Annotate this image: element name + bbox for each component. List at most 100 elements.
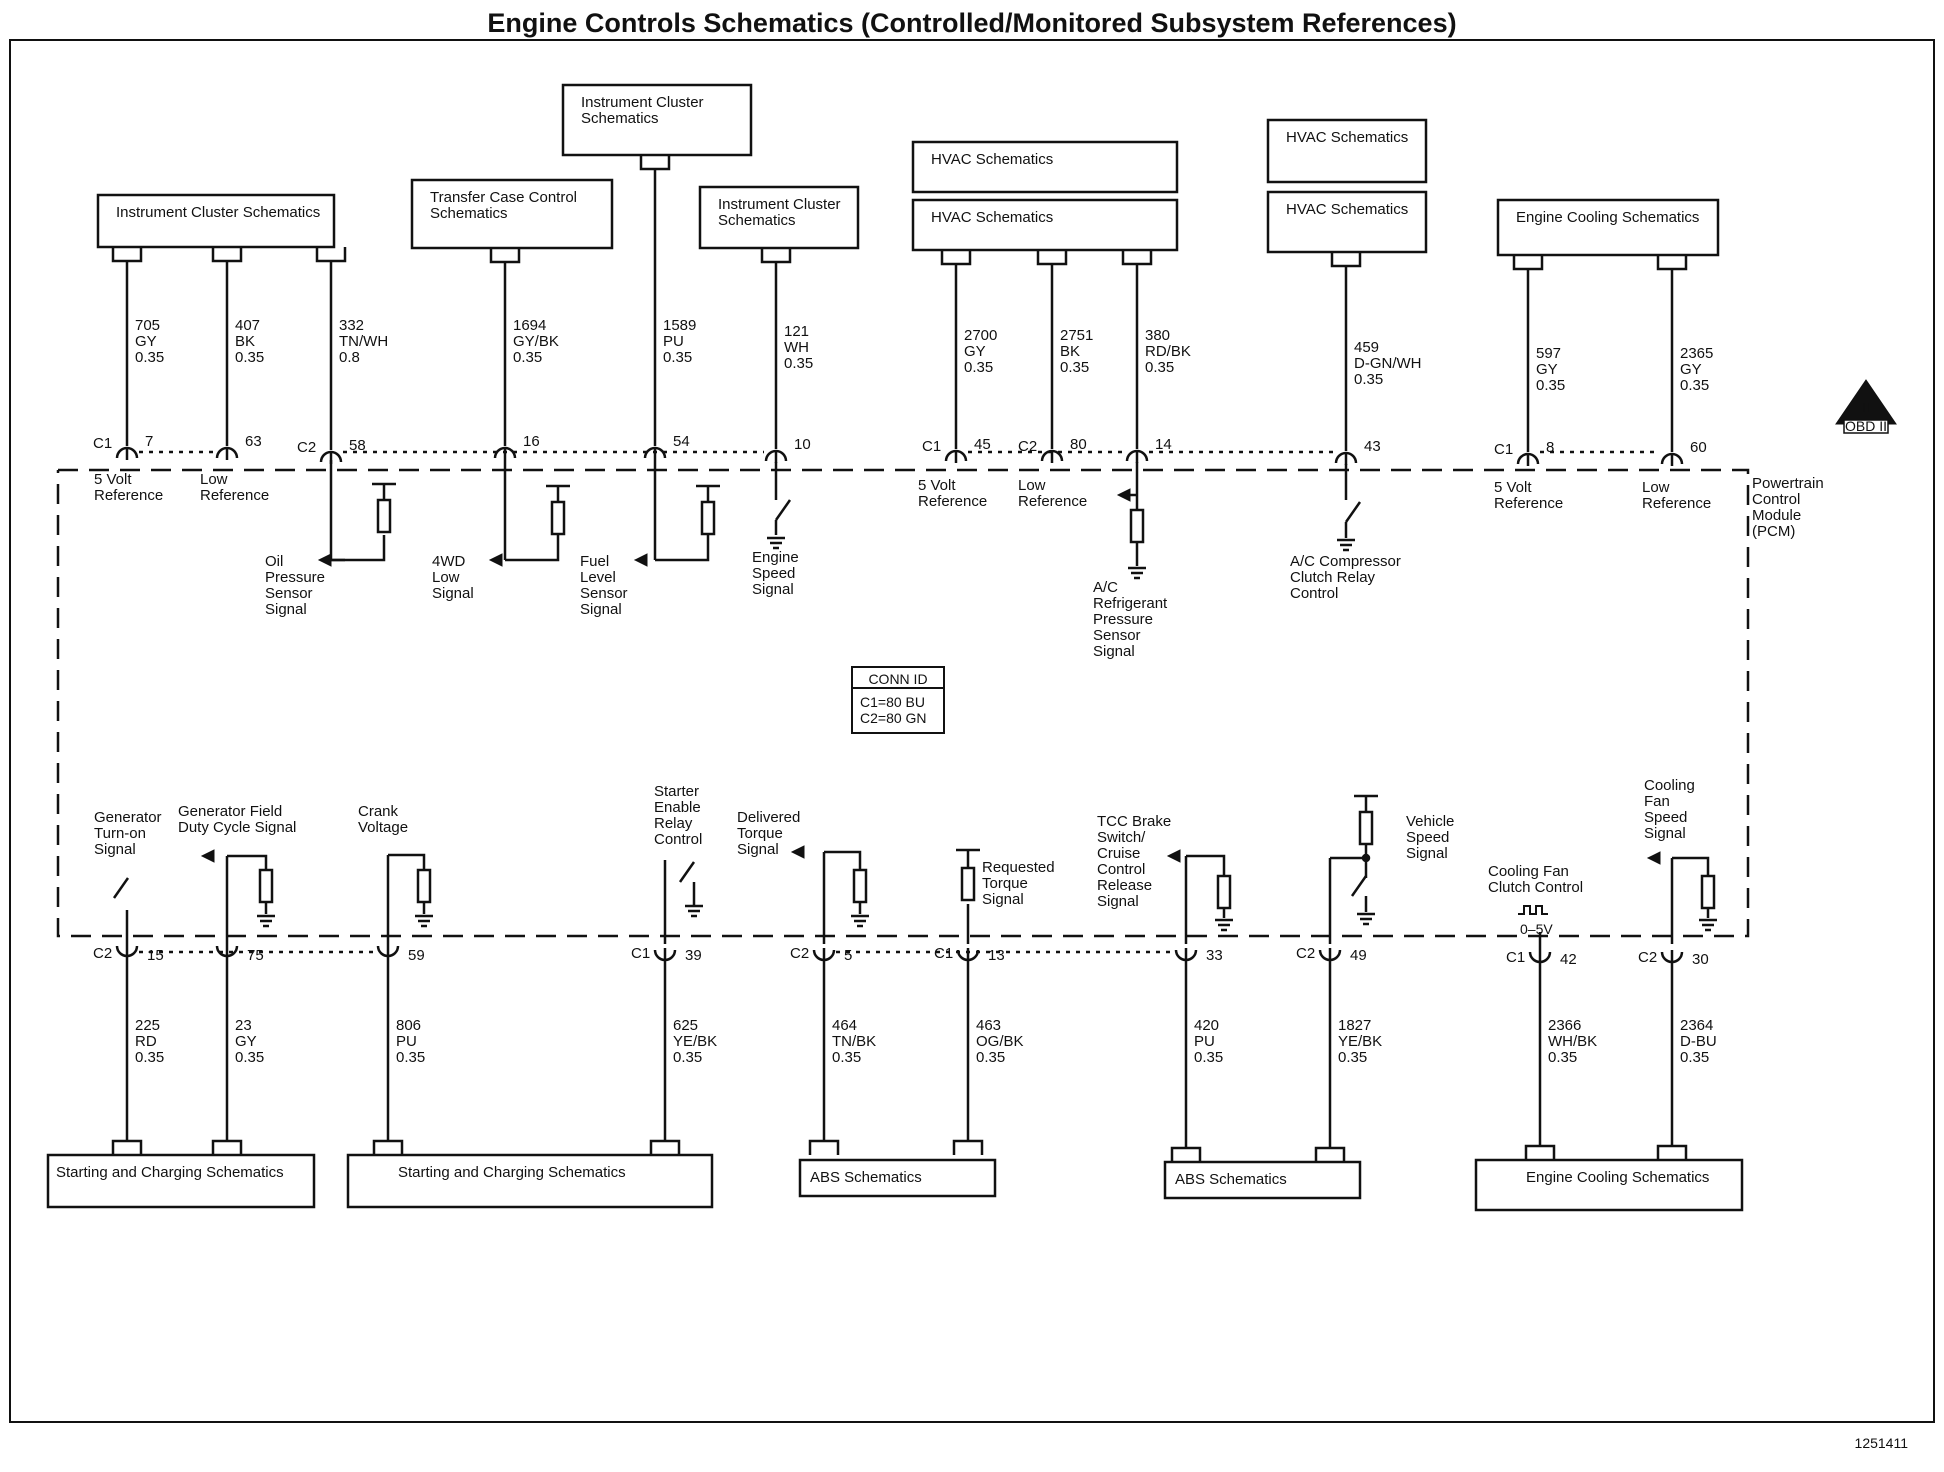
switch-icon xyxy=(1350,875,1368,897)
wire-label-7: 705 xyxy=(135,317,160,334)
signal-label: A/C Compressor xyxy=(1290,553,1401,570)
arrow-icon xyxy=(790,845,805,859)
connector-tab xyxy=(940,250,972,266)
hvac-box-3-label: HVAC Schematics xyxy=(1286,129,1408,146)
signal-label: Signal xyxy=(265,601,307,618)
engine-cooling-box-bottom-label: Engine Cooling Schematics xyxy=(1526,1169,1709,1186)
conn-id-box xyxy=(851,666,945,734)
hvac-box-1-label: HVAC Schematics xyxy=(931,151,1053,168)
pcm-label: (PCM) xyxy=(1752,523,1795,540)
connector-tab xyxy=(760,248,792,264)
wire-label-59: PU xyxy=(396,1033,417,1050)
signal-label: Crank xyxy=(358,803,399,820)
connector-label-C1: C1 xyxy=(631,945,650,962)
wire-4wd xyxy=(505,535,560,562)
wire-label-30: 2364 xyxy=(1680,1017,1713,1034)
signal-label: Low xyxy=(432,569,460,586)
signal-label: Fan xyxy=(1644,793,1670,810)
signal-label: Clutch Relay xyxy=(1290,569,1376,586)
abs-box-2-label: ABS Schematics xyxy=(1175,1171,1287,1188)
engine-cooling-box-top-label: Engine Cooling Schematics xyxy=(1516,209,1699,226)
wire-label-16: 1694 xyxy=(513,317,546,334)
wire-label-42: 0.35 xyxy=(1548,1049,1577,1066)
junction-dot xyxy=(1361,853,1371,863)
signal-label: Signal xyxy=(1097,893,1139,910)
wire-label-75: 0.35 xyxy=(235,1049,264,1066)
connector-label-C2: C2 xyxy=(790,945,809,962)
signal-label: Reference xyxy=(1018,493,1087,510)
instrument-cluster-box-2 xyxy=(561,83,753,157)
switch-icon xyxy=(774,499,792,521)
signal-label: Signal xyxy=(432,585,474,602)
signal-label: Voltage xyxy=(358,819,408,836)
wire-label-63: 0.35 xyxy=(235,349,264,366)
wire-label-30: 0.35 xyxy=(1680,1049,1709,1066)
connector-label-C2: C2 xyxy=(1018,438,1037,455)
resistor-icon xyxy=(1700,874,1716,910)
resistor-icon xyxy=(1216,874,1232,910)
wire-label-45: GY xyxy=(964,343,986,360)
resistor-icon xyxy=(1358,810,1374,846)
wire-label-58: TN/WH xyxy=(339,333,388,350)
wire-label-54: PU xyxy=(663,333,684,350)
signal-label: Cruise xyxy=(1097,845,1140,862)
wire-label-58: 332 xyxy=(339,317,364,334)
pin-number-30: 30 xyxy=(1692,951,1709,968)
wire-label-5: 464 xyxy=(832,1017,857,1034)
wire-label-43: D-GN/WH xyxy=(1354,355,1422,372)
pwm-waveform-icon xyxy=(1518,905,1548,915)
switch-icon xyxy=(112,877,130,899)
wire-label-8: GY xyxy=(1536,361,1558,378)
transfer-case-box-label: Transfer Case Control xyxy=(430,189,577,206)
resistor-icon xyxy=(700,500,716,536)
signal-label: Control xyxy=(1097,861,1145,878)
signal-label: Signal xyxy=(752,581,794,598)
pin-number-43: 43 xyxy=(1364,438,1381,455)
signal-label: 4WD xyxy=(432,553,466,570)
signal-label: Level xyxy=(580,569,616,586)
connector-label-C1: C1 xyxy=(934,945,953,962)
switch-icon xyxy=(1344,501,1362,523)
signal-label: Generator Field xyxy=(178,803,282,820)
pin-number-80: 80 xyxy=(1070,436,1087,453)
pin-number-58: 58 xyxy=(349,437,366,454)
signal-label: Speed xyxy=(752,565,795,582)
pin-number-75: 75 xyxy=(247,947,264,964)
wire-label-5: 0.35 xyxy=(832,1049,861,1066)
connector-label-C1: C1 xyxy=(1506,949,1525,966)
signal-label: Control xyxy=(1290,585,1338,602)
wire-label-60: 0.35 xyxy=(1680,377,1709,394)
connector-tab xyxy=(808,1139,840,1155)
conn-id-header: CONN ID xyxy=(868,671,927,687)
signal-label: 5 Volt xyxy=(1494,479,1532,496)
connector-label-C1: C1 xyxy=(922,438,941,455)
pin-number-8: 8 xyxy=(1546,439,1554,456)
signal-label: Signal xyxy=(737,841,779,858)
resistor-icon xyxy=(550,500,566,536)
wire-label-7: GY xyxy=(135,333,157,350)
pcm-label: Powertrain xyxy=(1752,475,1824,492)
signal-label: Low xyxy=(1642,479,1670,496)
obd-badge-text: OBD II xyxy=(1845,418,1887,434)
signal-label: Engine xyxy=(752,549,799,566)
signal-label: Pressure xyxy=(265,569,325,586)
instrument-cluster-box-1 xyxy=(96,193,336,249)
pin-number-39: 39 xyxy=(685,947,702,964)
waveform-label: 0–5V xyxy=(1520,921,1553,937)
signal-label: Signal xyxy=(580,601,622,618)
abs-box-1 xyxy=(798,1158,997,1198)
wire-cv xyxy=(388,853,426,870)
pin-number-16: 16 xyxy=(523,433,540,450)
signal-label: Oil xyxy=(265,553,283,570)
wire-label-60: GY xyxy=(1680,361,1702,378)
signal-label: Relay xyxy=(654,815,693,832)
signal-label: Generator xyxy=(94,809,162,826)
signal-label: Control xyxy=(654,831,702,848)
connector-tab xyxy=(315,247,347,263)
wire-label-63: 407 xyxy=(235,317,260,334)
hvac-box-4-label: HVAC Schematics xyxy=(1286,201,1408,218)
pin-number-15: 15 xyxy=(147,947,164,964)
instrument-cluster-box-2-label: Instrument Cluster xyxy=(581,94,704,111)
pin-number-7: 7 xyxy=(145,433,153,450)
signal-label: Pressure xyxy=(1093,611,1153,628)
